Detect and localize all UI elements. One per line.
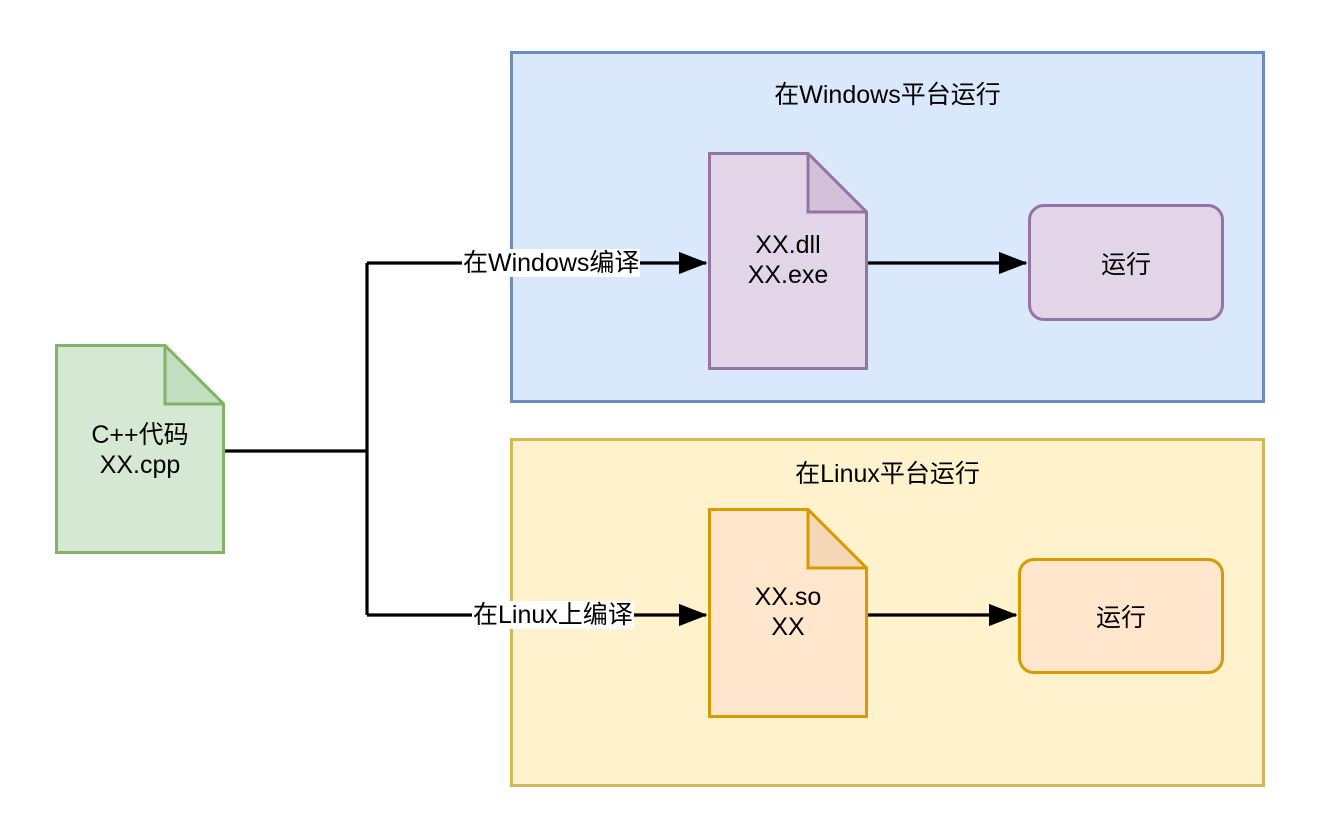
run-linux-label: 运行: [1095, 604, 1146, 632]
run-windows-label: 运行: [1100, 250, 1151, 279]
linux-artifact-node[interactable]: XX.so XX: [708, 508, 868, 718]
run-windows-node[interactable]: 运行: [1028, 204, 1224, 321]
document-shape-icon: [708, 152, 868, 370]
windows-artifact-node[interactable]: XX.dll XX.exe: [708, 152, 868, 370]
run-linux-node[interactable]: 运行: [1018, 558, 1224, 674]
panel-windows-title: 在Windows平台运行: [774, 81, 1001, 109]
panel-linux-title: 在Linux平台运行: [795, 460, 980, 488]
document-shape-icon: [55, 344, 225, 554]
source-document-node[interactable]: C++代码 XX.cpp: [55, 344, 225, 554]
document-shape-icon: [708, 508, 868, 718]
edge-label-compile-linux: 在Linux上编译: [472, 601, 634, 629]
edge-label-compile-windows: 在Windows编译: [462, 249, 641, 277]
